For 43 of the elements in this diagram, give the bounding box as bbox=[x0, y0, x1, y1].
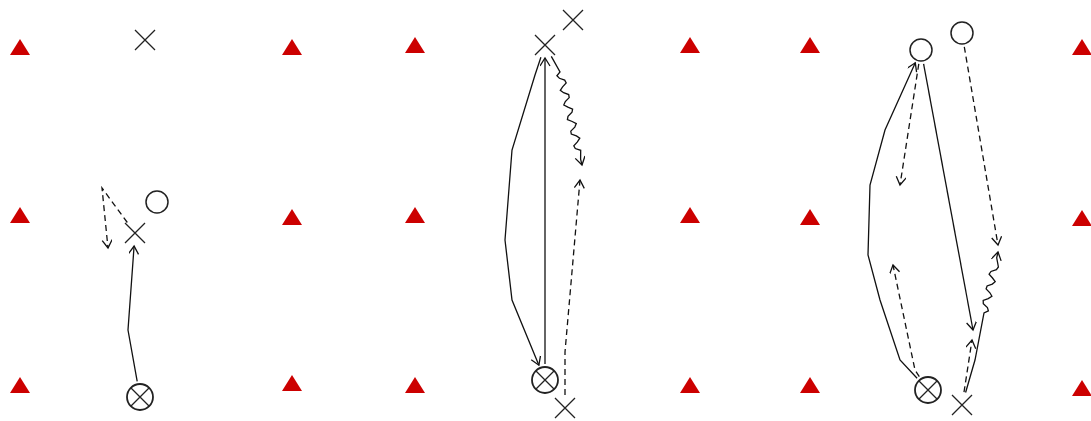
cross-icon bbox=[534, 34, 556, 56]
dashed-arrow bbox=[963, 339, 977, 393]
cone-icon bbox=[1072, 39, 1091, 55]
wavy-arrow bbox=[550, 55, 586, 166]
arrow bbox=[922, 63, 978, 331]
cone-icon bbox=[282, 39, 302, 55]
cone-icon bbox=[10, 377, 30, 393]
arrow bbox=[867, 62, 918, 379]
dashed-arrow bbox=[101, 185, 128, 249]
cone-icon bbox=[800, 377, 820, 393]
circle-icon bbox=[950, 21, 974, 45]
dashed-arrow bbox=[564, 179, 585, 396]
cross-icon bbox=[951, 394, 973, 416]
dashed-arrow bbox=[963, 46, 1003, 246]
circle-icon bbox=[909, 38, 933, 62]
arrow bbox=[127, 245, 140, 382]
crossed-circle-icon bbox=[126, 383, 154, 411]
cone-icon bbox=[10, 207, 30, 223]
cross-icon bbox=[134, 29, 156, 51]
cross-icon bbox=[562, 9, 584, 31]
cone-icon bbox=[800, 37, 820, 53]
crossed-circle-icon bbox=[531, 366, 559, 394]
cone-icon bbox=[680, 377, 700, 393]
arrow bbox=[504, 56, 542, 366]
cross-icon bbox=[124, 222, 146, 244]
dashed-arrow bbox=[889, 264, 920, 378]
cone-icon bbox=[405, 207, 425, 223]
cone-icon bbox=[282, 375, 302, 391]
cone-icon bbox=[1072, 210, 1091, 226]
circle-icon bbox=[145, 190, 169, 214]
cone-icon bbox=[405, 37, 425, 53]
crossed-circle-icon bbox=[914, 376, 942, 404]
dashed-arrow bbox=[895, 63, 920, 186]
wavy-arrow bbox=[964, 251, 1002, 394]
cone-icon bbox=[282, 209, 302, 225]
cone-icon bbox=[10, 39, 30, 55]
cone-icon bbox=[405, 377, 425, 393]
cone-icon bbox=[680, 37, 700, 53]
arrow bbox=[539, 57, 551, 365]
cone-icon bbox=[680, 207, 700, 223]
cone-icon bbox=[1072, 380, 1091, 396]
cone-icon bbox=[800, 209, 820, 225]
cross-icon bbox=[554, 397, 576, 419]
